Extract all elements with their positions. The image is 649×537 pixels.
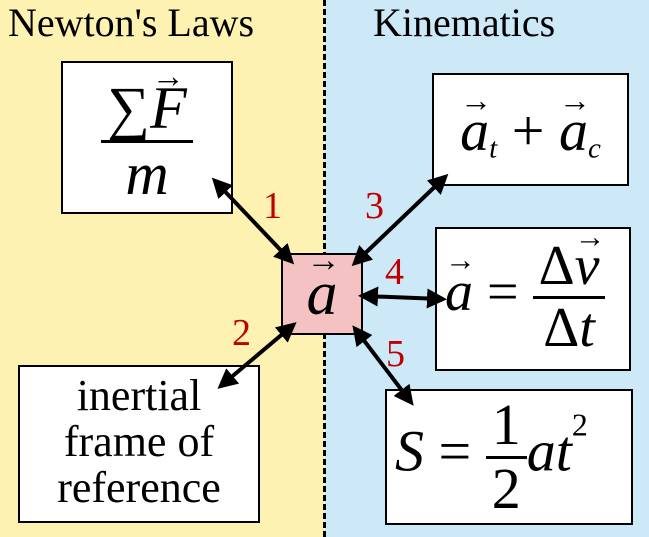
vector-arrow-icon: → — [460, 83, 493, 119]
inertial-line-1: inertial — [76, 371, 202, 420]
acceleration-definition-formula: →a = Δ→v Δt — [445, 221, 629, 359]
connection-number-5: 5 — [386, 333, 405, 375]
vector-arrow-icon: → — [151, 58, 185, 95]
heading-kinematics: Kinematics — [373, 0, 556, 45]
tangential-acceleration-vector: →a — [460, 85, 492, 163]
equals-sign: = — [487, 261, 519, 324]
vector-arrow-icon: → — [445, 242, 476, 277]
displacement-variable: S — [395, 418, 424, 484]
fraction-numerator: 1 — [485, 394, 527, 459]
velocity-variable: v — [574, 235, 600, 297]
delta-symbol: Δ — [538, 235, 575, 297]
net-force-over-mass-formula: ∑→F m — [63, 60, 231, 207]
connection-number-1: 1 — [263, 185, 282, 227]
at-term: at — [526, 418, 572, 484]
mass-variable: m — [125, 141, 169, 207]
arrow-5 — [352, 325, 414, 406]
velocity-vector: →v — [574, 221, 606, 297]
heading-newtons-laws: Newton's Laws — [8, 0, 255, 45]
acceleration-variable: a — [558, 98, 588, 163]
arrow-3 — [351, 173, 449, 267]
acceleration-variable: a — [460, 98, 490, 163]
acceleration-components-formula: →at + →ac — [434, 85, 627, 178]
net-force-over-mass-box: ∑→F m — [61, 60, 233, 214]
arrow-2 — [217, 322, 297, 389]
inertial-frame-box: inertial frame of reference — [18, 365, 260, 523]
delta-symbol: Δ — [543, 296, 580, 359]
equals-sign: = — [438, 418, 472, 484]
acceleration-variable: a — [306, 260, 338, 328]
acceleration-center-symbol: →a — [283, 243, 361, 328]
force-vector: →F — [150, 60, 187, 141]
centripetal-subscript: c — [587, 132, 601, 165]
sigma-symbol: ∑ — [107, 75, 151, 141]
acceleration-vector: →a — [445, 244, 476, 324]
squared-exponent: 2 — [571, 407, 588, 443]
displacement-formula: S = 1 2 at2 — [395, 394, 631, 521]
vector-arrow-icon: → — [558, 83, 591, 119]
acceleration-center-box: →a — [281, 243, 363, 335]
inertial-line-2: frame of — [63, 417, 215, 466]
inertial-frame-text: inertial frame of reference — [20, 373, 258, 511]
connection-number-3: 3 — [365, 185, 384, 227]
arrow-1 — [211, 177, 295, 265]
connection-number-2: 2 — [232, 312, 251, 354]
acceleration-definition-box: →a = Δ→v Δt — [435, 221, 631, 371]
inertial-line-3: reference — [57, 463, 221, 512]
time-variable: t — [579, 296, 595, 359]
vector-arrow-icon: → — [306, 241, 341, 279]
displacement-box: S = 1 2 at2 — [385, 389, 633, 525]
force-variable: F — [150, 75, 187, 141]
arrow-4 — [358, 286, 447, 309]
connection-number-4: 4 — [385, 251, 404, 293]
acceleration-components-box: →at + →ac — [432, 73, 629, 186]
centripetal-acceleration-vector: →a — [558, 85, 591, 163]
tangential-subscript: t — [489, 132, 498, 165]
plus-sign: + — [511, 98, 545, 163]
acceleration-variable: a — [445, 261, 473, 324]
fraction-denominator: 2 — [491, 455, 521, 521]
